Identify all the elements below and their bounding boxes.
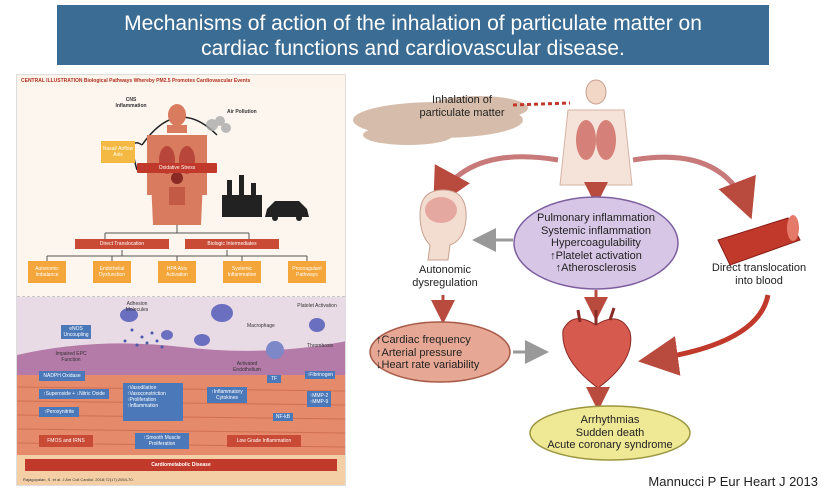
nadph-box: NADPH Oxidase: [39, 371, 85, 381]
pathway-box-3: HPA Axis Activation: [158, 261, 196, 283]
illustration-header: CENTRAL ILLUSTRATION Biological Pathways…: [21, 78, 251, 84]
direct-line-2: into blood: [735, 275, 783, 287]
title-banner: Mechanisms of action of the inhalation o…: [57, 5, 769, 65]
arrhythmias: Arrhythmias: [580, 414, 640, 426]
sudden-death: Sudden death: [575, 426, 645, 439]
inhalation-label: Inhalation of particulate matter: [412, 94, 512, 120]
title-line-2: cardiac functions and cardiovascular dis…: [201, 37, 625, 60]
pathway-box-5: Procoagulant Pathways: [288, 261, 326, 283]
tf-box: TF: [267, 375, 281, 383]
lungs-figure: [559, 79, 633, 186]
inhalation-line-1: Inhalation of: [432, 94, 492, 106]
enos-box: eNOS Uncoupling: [61, 325, 91, 339]
nasal-airflow-box: Nasal/ Airflow Axis: [101, 141, 135, 163]
cardiometabolic-box: Cardiometabolic Disease: [25, 459, 337, 471]
pathway-box-4: Systemic Inflammation: [223, 261, 261, 283]
air-pollution-label: Air Pollution: [227, 109, 257, 115]
nfkb-box: NF-kB: [273, 413, 293, 421]
particulate-cloud: [353, 96, 528, 145]
platelet-label: Platelet Activation: [297, 303, 337, 309]
cardiac-frequency: ↑Cardiac frequency: [376, 334, 471, 346]
outcomes-oval-text: Arrhythmias Sudden death Acute coronary …: [530, 414, 690, 452]
systemic-inflammation: Systemic inflammation: [540, 224, 652, 237]
hypercoagulability: Hypercoagulability: [551, 237, 641, 249]
mechanism-diagram: [353, 79, 801, 461]
arc-to-autonomic: [433, 154, 559, 209]
inflammatory-cytokines-box: ↑Inflammatory Cytokines: [207, 387, 247, 403]
atherosclerosis: ↑Atherosclerosis: [555, 262, 637, 274]
blood-cells: [120, 304, 325, 359]
direct-line-1: Direct translocation: [711, 262, 807, 274]
mmp-box: ↑MMP-2 ↑MMP-9: [307, 391, 331, 407]
factory-icon: [222, 175, 262, 217]
blood-vessel-figure: [717, 215, 801, 266]
title-line-1: Mechanisms of action of the inhalation o…: [124, 12, 702, 35]
autonomic-line-2: dysregulation: [412, 277, 478, 289]
center-oval-text: Pulmonary inflammation Systemic inflamma…: [500, 212, 692, 275]
acute-coronary-syndrome: Acute coronary syndrome: [547, 439, 673, 451]
inhalation-line-2: particulate matter: [419, 107, 505, 119]
smooth-muscle-box: ↑Smooth Muscle Proliferation: [135, 433, 189, 449]
impaired-epc-label: Impaired EPC Function: [55, 351, 87, 363]
thrombosis-label: Thrombosis: [307, 343, 334, 349]
adhesion-label: Adhesion Molecules: [125, 301, 149, 313]
effect-1: ↑Vasodilation: [127, 385, 157, 391]
effect-3: ↑Proliferation: [127, 397, 157, 403]
fibrinogen-box: ↑Fibrinogen: [305, 371, 335, 379]
inhale-arrow: [512, 101, 571, 107]
car-icon: [265, 201, 309, 221]
autonomic-label: Autonomic dysregulation: [400, 264, 490, 290]
pathway-box-1: Autonomic Imbalance: [28, 261, 66, 283]
biologic-intermediates-box: Biologic Intermediates: [185, 239, 279, 249]
arterial-pressure: ↑Arterial pressure: [376, 346, 463, 359]
cardiac-oval-shape: [369, 321, 511, 383]
activated-endo-label: Activated Endothelium: [233, 361, 261, 373]
illustration-footer: Rajagopalan, S. et al. J Am Coll Cardiol…: [23, 477, 134, 482]
heart-figure: [562, 307, 632, 389]
peroxynitrite-box: ↑Peroxynitrite: [39, 407, 79, 417]
effect-4: ↑Inflammation: [127, 403, 159, 409]
pathway-box-2: Endothelial Dysfunction: [93, 261, 131, 283]
direct-translocation-label: Direct translocation into blood: [700, 262, 818, 288]
direct-translocation-box: Direct Translocation: [75, 239, 169, 249]
oxidative-stress-box: Oxidative Stress: [158, 165, 196, 171]
central-illustration: CENTRAL ILLUSTRATION Biological Pathways…: [16, 74, 346, 486]
autonomic-line-1: Autonomic: [419, 264, 471, 276]
low-grade-box: Low Grade Inflammation: [227, 435, 301, 447]
macrophage-label: Macrophage: [247, 323, 275, 329]
smoke-cloud: [206, 116, 231, 133]
cns-inflammation-label: CNS Inflammation: [115, 97, 147, 109]
superoxide-box: ↑Superoxide + ↓Nitric Oxide: [39, 389, 109, 399]
platelet-activation: ↑Platelet activation: [550, 249, 642, 262]
cardiac-oval-text: ↑Cardiac frequency ↑Arterial pressure ↓H…: [370, 334, 516, 372]
outcomes-oval-shape: [529, 405, 691, 461]
center-oval-shape: [513, 196, 679, 290]
effects-box: ↑Vasodilation ↑Vasoconstriction ↑Prolife…: [123, 383, 183, 421]
citation: Mannucci P Eur Heart J 2013: [648, 474, 818, 489]
arc-to-translocation: [632, 154, 756, 220]
head-brain-figure: [419, 189, 467, 261]
effect-2: ↑Vasoconstriction: [127, 391, 166, 397]
pulmonary-inflammation: Pulmonary inflammation: [537, 212, 655, 224]
arc-to-heart: [638, 294, 771, 376]
fmos-box: FMOS and IRNS: [39, 435, 93, 447]
heart-rate-variability: ↓Heart rate variability: [376, 359, 480, 371]
